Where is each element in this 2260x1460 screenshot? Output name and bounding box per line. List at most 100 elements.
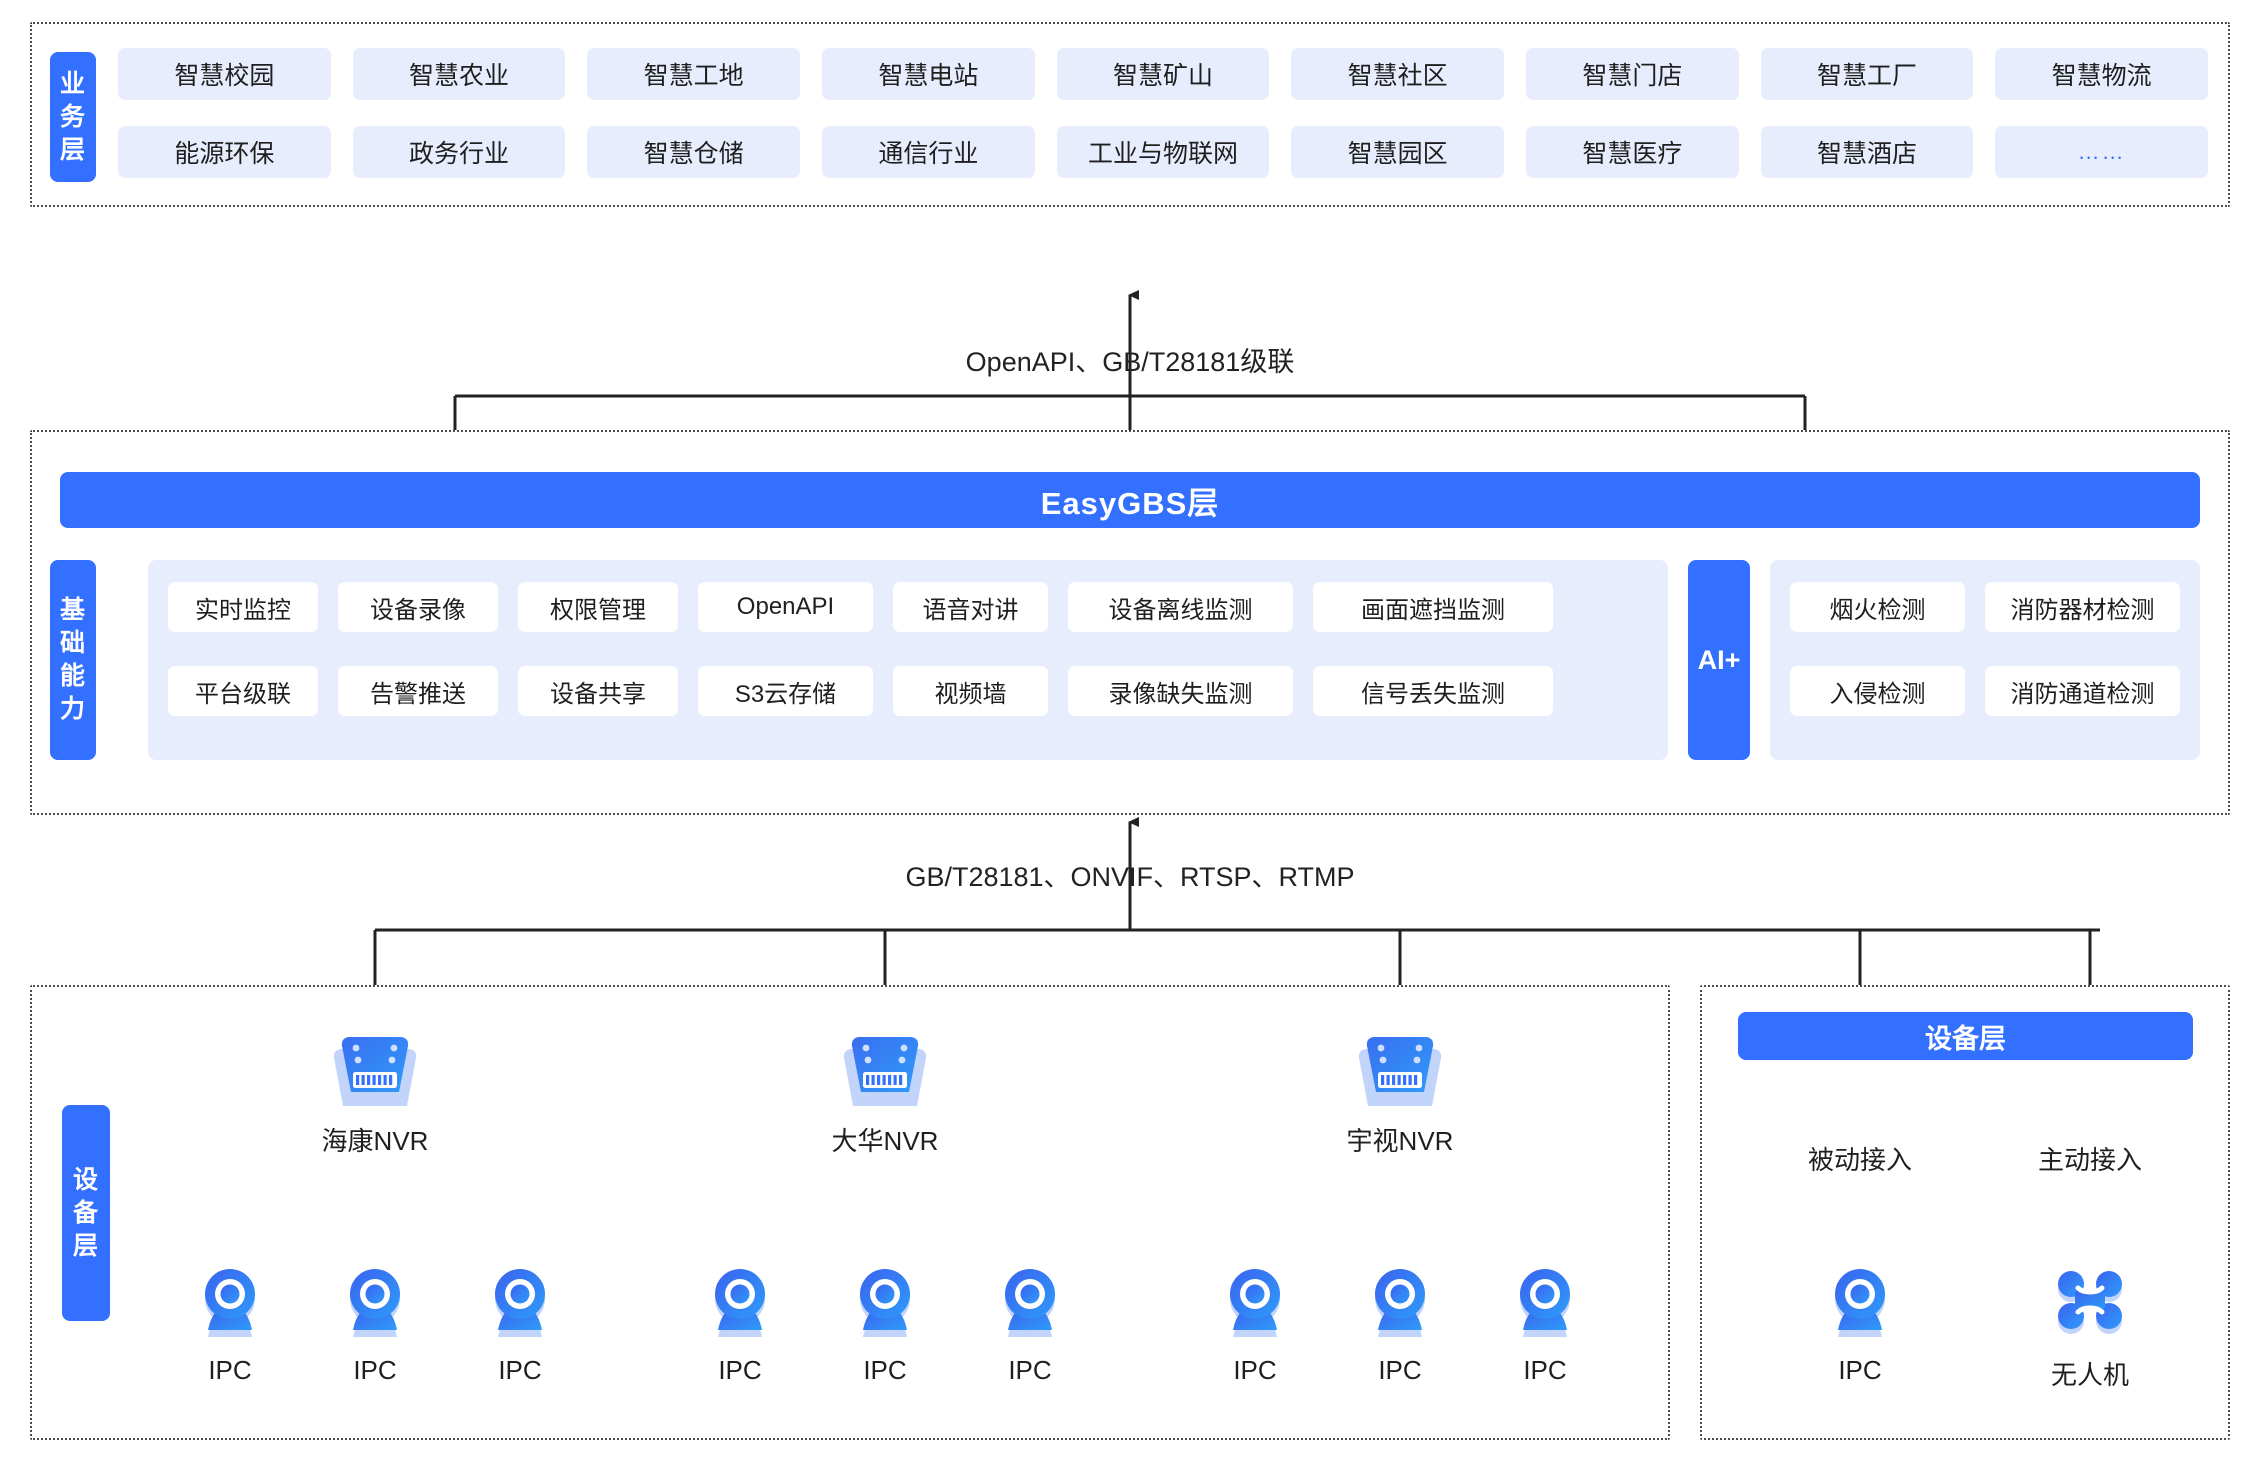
- nvr-node[interactable]: 大华NVR: [725, 1030, 1045, 1158]
- ai-capabilities-grid: 烟火检测 消防器材检测 入侵检测 消防通道检测: [1790, 582, 2180, 716]
- business-items-grid: 智慧校园 智慧农业 智慧工地 智慧电站 智慧矿山 智慧社区 智慧门店 智慧工厂 …: [118, 48, 2208, 178]
- business-item[interactable]: 智慧校园: [118, 48, 331, 100]
- ai-capability-item[interactable]: 烟火检测: [1790, 582, 1965, 632]
- capabilities-grid: 实时监控 设备录像 权限管理 OpenAPI 语音对讲 设备离线监测 画面遮挡监…: [168, 582, 1648, 716]
- business-item[interactable]: 智慧园区: [1291, 126, 1504, 178]
- ipc-node-passive[interactable]: IPC: [1800, 1268, 1920, 1386]
- capability-item[interactable]: 设备离线监测: [1068, 582, 1293, 632]
- ipc-node[interactable]: IPC: [315, 1268, 435, 1386]
- easygbs-title-bar: EasyGBS层: [60, 472, 2200, 528]
- device-layer-label: 设 备 层: [62, 1105, 110, 1321]
- business-layer-label: 业 务 层: [50, 52, 96, 182]
- business-item[interactable]: 智慧矿山: [1056, 48, 1270, 100]
- nvr-caption: 宇视NVR: [1346, 1126, 1454, 1156]
- ipc-node[interactable]: IPC: [680, 1268, 800, 1386]
- nvr-node[interactable]: 海康NVR: [215, 1030, 535, 1158]
- ipc-node[interactable]: IPC: [1485, 1268, 1605, 1386]
- capability-item[interactable]: 信号丢失监测: [1313, 666, 1553, 716]
- business-item[interactable]: 政务行业: [352, 126, 566, 178]
- base-label-char-3: 力: [59, 695, 86, 723]
- ipc-caption: IPC: [863, 1355, 907, 1385]
- ipc-camera-icon: [847, 1268, 923, 1345]
- ipc-node[interactable]: IPC: [1340, 1268, 1460, 1386]
- device-label-char-1: 备: [72, 1198, 99, 1227]
- business-item[interactable]: 智慧社区: [1291, 48, 1504, 100]
- device-layer-title-bar: 设备层: [1738, 1012, 2193, 1060]
- ipc-caption: IPC: [498, 1355, 542, 1385]
- capability-item[interactable]: 平台级联: [168, 666, 318, 716]
- connector-label-top: OpenAPI、GB/T28181级联: [965, 347, 1295, 377]
- ipc-camera-icon: [1362, 1268, 1438, 1345]
- business-item[interactable]: 智慧农业: [352, 48, 566, 100]
- business-item[interactable]: 智慧门店: [1526, 48, 1739, 100]
- device-label-char-2: 层: [72, 1231, 99, 1260]
- ai-capability-item[interactable]: 入侵检测: [1790, 666, 1965, 716]
- business-label-char-0: 业: [59, 69, 86, 98]
- capability-item[interactable]: 视频墙: [893, 666, 1048, 716]
- device-layer-right-container: [1700, 985, 2230, 1440]
- business-item[interactable]: 智慧酒店: [1760, 126, 1974, 178]
- ipc-node[interactable]: IPC: [825, 1268, 945, 1386]
- drone-icon: [2052, 1268, 2128, 1345]
- business-item-more[interactable]: ……: [1995, 126, 2208, 178]
- capability-item[interactable]: S3云存储: [698, 666, 873, 716]
- base-label-char-2: 能: [59, 662, 86, 690]
- ipc-camera-icon: [337, 1268, 413, 1345]
- connector-label-bottom: GB/T28181、ONVIF、RTSP、RTMP: [905, 862, 1355, 892]
- capability-item[interactable]: 设备共享: [518, 666, 678, 716]
- ai-capability-item[interactable]: 消防通道检测: [1985, 666, 2180, 716]
- ai-capabilities-panel: 烟火检测 消防器材检测 入侵检测 消防通道检测: [1770, 560, 2200, 760]
- business-item[interactable]: 能源环保: [118, 126, 331, 178]
- ipc-caption: IPC: [208, 1355, 252, 1385]
- ipc-caption: IPC: [1523, 1355, 1567, 1385]
- ipc-caption: IPC: [1008, 1355, 1052, 1385]
- base-label-char-0: 基: [59, 596, 86, 624]
- capability-item[interactable]: 权限管理: [518, 582, 678, 632]
- ipc-camera-icon: [192, 1268, 268, 1345]
- business-item[interactable]: 通信行业: [822, 126, 1035, 178]
- business-item[interactable]: 智慧医疗: [1526, 126, 1739, 178]
- ipc-caption: IPC: [1838, 1355, 1882, 1385]
- ipc-node[interactable]: IPC: [460, 1268, 580, 1386]
- capability-item[interactable]: 语音对讲: [893, 582, 1048, 632]
- ipc-caption: IPC: [1378, 1355, 1422, 1385]
- base-capability-label: 基 础 能 力: [50, 560, 96, 760]
- ipc-camera-icon: [992, 1268, 1068, 1345]
- nvr-icon: [841, 1030, 929, 1113]
- ipc-camera-icon: [482, 1268, 558, 1345]
- drone-node[interactable]: 无人机: [2030, 1268, 2150, 1392]
- capabilities-panel: 实时监控 设备录像 权限管理 OpenAPI 语音对讲 设备离线监测 画面遮挡监…: [148, 560, 1668, 760]
- nvr-node[interactable]: 宇视NVR: [1240, 1030, 1560, 1158]
- business-label-char-1: 务: [59, 102, 86, 131]
- nvr-caption: 海康NVR: [321, 1126, 429, 1156]
- ai-capability-item[interactable]: 消防器材检测: [1985, 582, 2180, 632]
- capability-item[interactable]: 画面遮挡监测: [1313, 582, 1553, 632]
- passive-access-label: 被动接入: [1807, 1145, 1912, 1175]
- nvr-icon: [1356, 1030, 1444, 1113]
- capability-item[interactable]: 实时监控: [168, 582, 318, 632]
- ipc-node[interactable]: IPC: [1195, 1268, 1315, 1386]
- capability-item[interactable]: 设备录像: [338, 582, 498, 632]
- business-item[interactable]: 智慧仓储: [587, 126, 800, 178]
- business-item[interactable]: 智慧物流: [1995, 48, 2208, 100]
- capability-item[interactable]: 录像缺失监测: [1068, 666, 1293, 716]
- ipc-node[interactable]: IPC: [170, 1268, 290, 1386]
- ipc-camera-icon: [1507, 1268, 1583, 1345]
- active-access-label: 主动接入: [2037, 1145, 2142, 1175]
- base-label-char-1: 础: [59, 629, 86, 657]
- business-item[interactable]: 智慧工厂: [1760, 48, 1974, 100]
- ipc-camera-icon: [1217, 1268, 1293, 1345]
- capability-item[interactable]: OpenAPI: [698, 582, 873, 632]
- device-label-char-0: 设: [72, 1165, 99, 1194]
- business-item[interactable]: 智慧电站: [822, 48, 1035, 100]
- ipc-caption: IPC: [1233, 1355, 1277, 1385]
- business-item[interactable]: 智慧工地: [587, 48, 800, 100]
- ipc-camera-icon: [702, 1268, 778, 1345]
- ipc-node[interactable]: IPC: [970, 1268, 1090, 1386]
- business-label-char-2: 层: [59, 135, 86, 164]
- capability-item[interactable]: 告警推送: [338, 666, 498, 716]
- nvr-caption: 大华NVR: [831, 1126, 939, 1156]
- drone-caption: 无人机: [2050, 1360, 2129, 1390]
- ipc-caption: IPC: [718, 1355, 762, 1385]
- business-item[interactable]: 工业与物联网: [1056, 126, 1270, 178]
